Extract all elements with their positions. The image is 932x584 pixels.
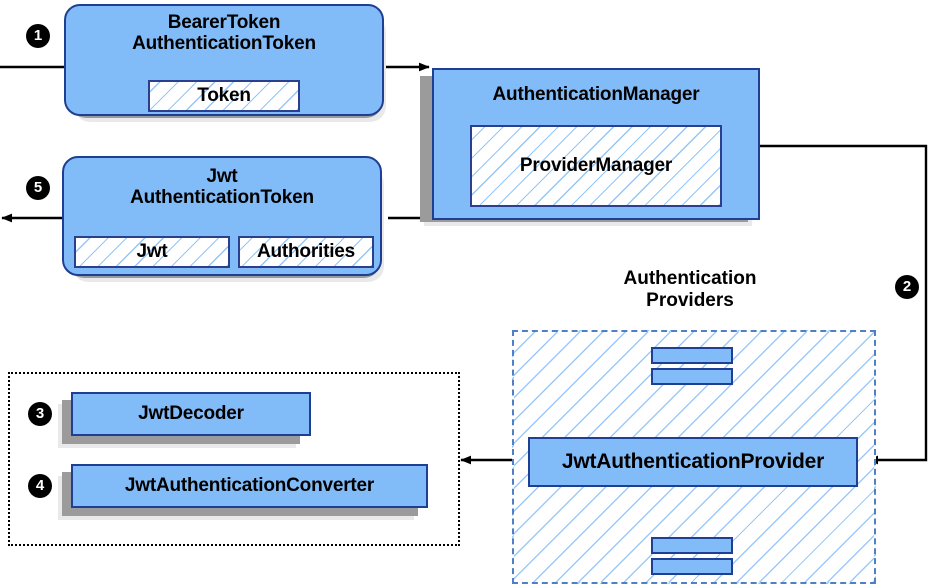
jwt-token-card-title: Jwt AuthenticationToken [64, 158, 380, 209]
jwt-authentication-provider-box[interactable]: JwtAuthenticationProvider [528, 437, 858, 487]
authorities-field-label: Authorities [256, 241, 356, 262]
jwt-decoder-label: JwtDecoder [138, 403, 244, 424]
jwt-token-title-line2: AuthenticationToken [130, 187, 314, 209]
providers-label-line1: Authentication [623, 268, 757, 289]
jwt-authentication-converter-box[interactable]: JwtAuthenticationConverter [71, 464, 428, 508]
jwt-decoder-box[interactable]: JwtDecoder [71, 392, 311, 436]
jwt-field-label: Jwt [136, 241, 168, 262]
step-bullet-5: 5 [26, 176, 50, 200]
token-field-label: Token [197, 85, 251, 106]
step-bullet-1: 1 [26, 24, 50, 48]
bearer-token-card-title: BearerToken AuthenticationToken [66, 6, 382, 55]
other-provider-stub-bottom-2[interactable] [651, 558, 733, 575]
step-bullet-3: 3 [28, 402, 52, 426]
other-provider-stub-bottom-1[interactable] [651, 537, 733, 554]
jwt-support-components-zone [8, 372, 460, 546]
bearer-token-authentication-token-card[interactable]: BearerToken AuthenticationToken [64, 4, 384, 116]
other-provider-stub-top-1[interactable] [651, 347, 733, 364]
bearer-token-title-line1: BearerToken [167, 12, 281, 33]
bearer-token-title-line2: AuthenticationToken [132, 33, 316, 55]
step-bullet-4: 4 [28, 474, 52, 498]
other-provider-stub-top-2[interactable] [651, 368, 733, 385]
jwt-authentication-converter-label: JwtAuthenticationConverter [124, 475, 375, 496]
token-field-box[interactable]: Token [148, 80, 300, 112]
provider-manager-label: ProviderManager [519, 155, 673, 176]
jwt-authentication-provider-label: JwtAuthenticationProvider [561, 450, 825, 473]
authentication-providers-label: Authentication Providers [570, 268, 810, 312]
jwt-token-title-line1: Jwt [206, 166, 238, 187]
provider-manager-box[interactable]: ProviderManager [470, 125, 722, 207]
jwt-field-box[interactable]: Jwt [74, 236, 230, 268]
step-bullet-2: 2 [895, 275, 919, 299]
authorities-field-box[interactable]: Authorities [238, 236, 374, 268]
authentication-manager-title: AuthenticationManager [492, 84, 700, 105]
providers-label-line2: Providers [646, 289, 734, 311]
